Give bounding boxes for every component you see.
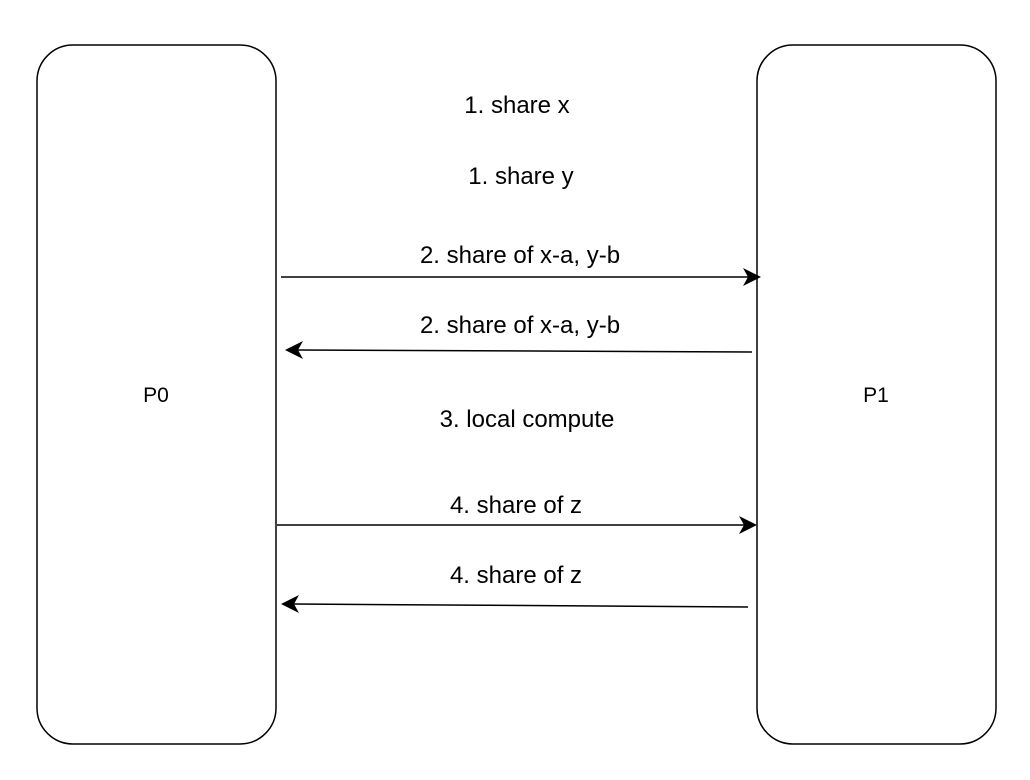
message-z-p0-to-p1: 4. share of z [277, 492, 757, 534]
arrow-head-left-icon [285, 341, 303, 359]
party-p1-label: P1 [863, 384, 889, 407]
arrow-head-right-icon [743, 268, 761, 286]
party-p0-label: P0 [143, 384, 169, 407]
step-share-y-label: 1. share y [468, 163, 573, 190]
message-ab-p0-to-p1: 2. share of x-a, y-b [281, 242, 761, 286]
arrow-head-left-icon [281, 595, 299, 613]
party-p1: P1 [756, 44, 997, 745]
party-p1-box [756, 44, 997, 745]
arrow-head-right-icon [739, 516, 757, 534]
party-p0: P0 [36, 44, 277, 745]
message-ab-p1-to-p0: 2. share of x-a, y-b [285, 312, 753, 359]
message-ab-p1-to-p0-label: 2. share of x-a, y-b [420, 312, 620, 339]
message-z-p1-to-p0: 4. share of z [281, 562, 749, 613]
message-z-p0-to-p1-label: 4. share of z [450, 492, 582, 519]
step-share-x-label: 1. share x [464, 92, 569, 119]
step-local-compute-label: 3. local compute [440, 406, 615, 433]
arrow-ab-p1-to-p0 [297, 349, 753, 353]
arrow-z-p1-to-p0 [293, 603, 749, 608]
party-p0-box [36, 44, 277, 745]
message-ab-p0-to-p1-label: 2. share of x-a, y-b [420, 242, 620, 269]
message-z-p1-to-p0-label: 4. share of z [450, 562, 582, 589]
